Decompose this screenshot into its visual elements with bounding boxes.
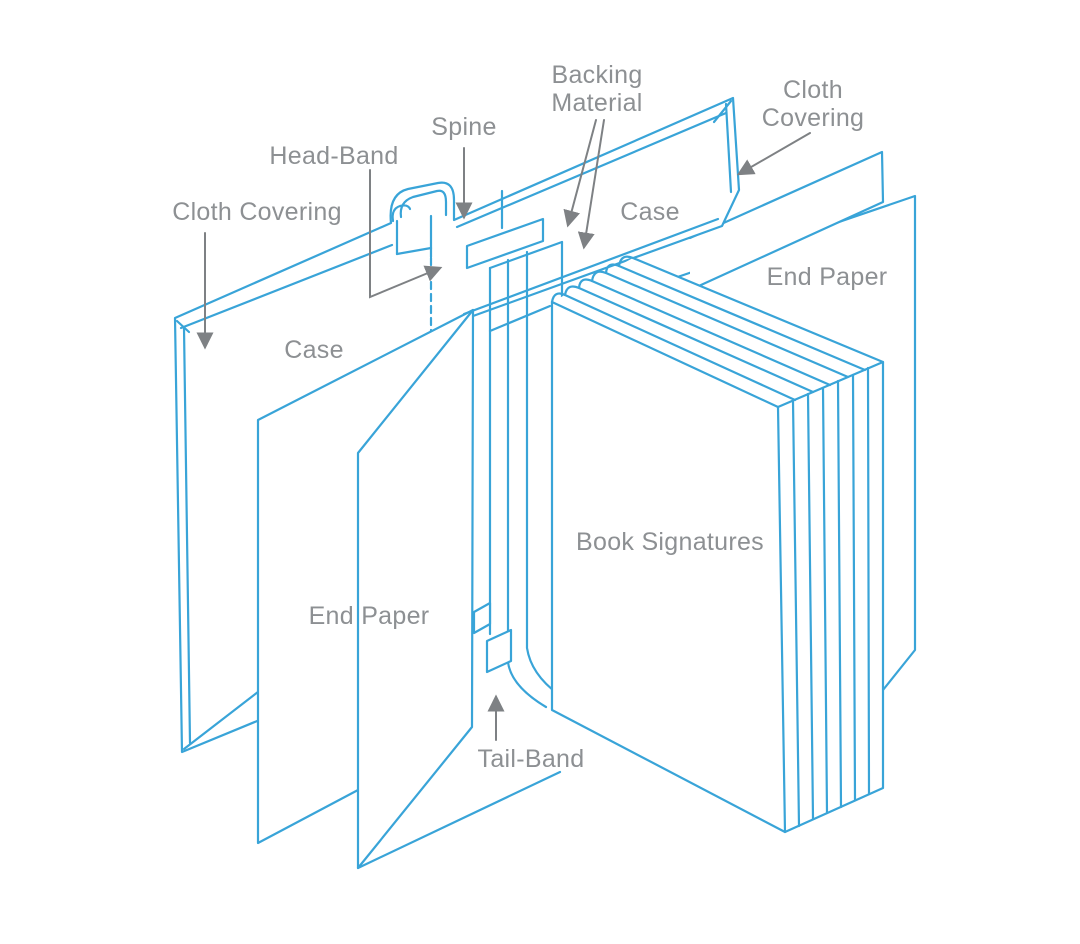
corner-mitre-top-right xyxy=(712,99,733,124)
label-head-band: Head-Band xyxy=(269,142,399,170)
label-case-left: Case xyxy=(284,336,344,364)
end-paper-right-front-leaf xyxy=(688,150,885,292)
spine-head-curl xyxy=(391,204,412,223)
label-end-paper-left: End Paper xyxy=(308,602,430,630)
label-backing-material: Backing Material xyxy=(551,61,643,117)
head-band-arrow xyxy=(369,169,443,299)
spine-head-flap-inner xyxy=(399,189,448,219)
label-end-paper-right: End Paper xyxy=(766,263,888,291)
front-top-edge xyxy=(550,300,780,409)
label-spine: Spine xyxy=(431,113,497,141)
right-top-edge xyxy=(776,360,885,409)
right-board-bottom-edge xyxy=(462,217,720,316)
label-case-right: Case xyxy=(620,198,680,226)
paste-down-sheet-edge xyxy=(356,770,562,870)
cloth-turnin-left-board xyxy=(179,243,394,330)
corner-mitre-top-left xyxy=(175,319,191,334)
backing-material-arrow-1 xyxy=(563,119,597,228)
backing-material-arrow-2 xyxy=(577,119,605,250)
book-signatures-block xyxy=(550,255,885,834)
front-right-corner xyxy=(776,405,787,834)
label-tail-band: Tail-Band xyxy=(477,745,585,773)
label-cloth-covering-right: Cloth Covering xyxy=(761,76,865,132)
page-edge-lines xyxy=(791,399,801,828)
label-book-signatures: Book Signatures xyxy=(576,528,764,556)
label-cloth-covering-left: Cloth Covering xyxy=(172,198,342,226)
cloth-covering-right-arrow xyxy=(736,132,811,176)
signature-ridge-lines xyxy=(563,293,797,402)
head-band-shape xyxy=(465,217,545,270)
end-paper-left-front-leaf xyxy=(356,308,475,870)
tail-band-shape xyxy=(472,601,513,674)
